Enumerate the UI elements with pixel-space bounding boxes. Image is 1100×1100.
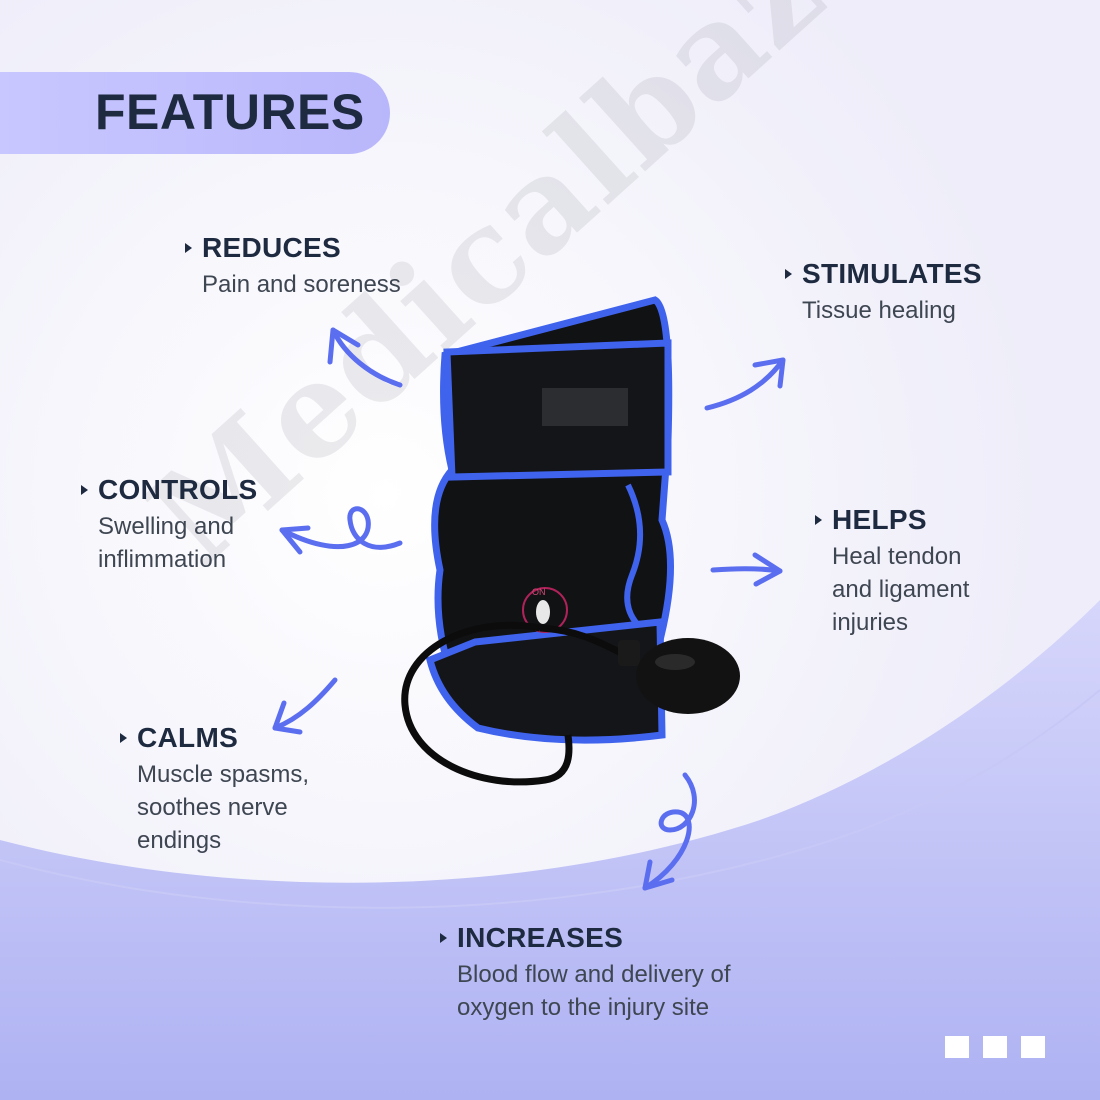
arrow-icon [642, 772, 697, 891]
page-title: FEATURES [95, 84, 365, 140]
arrow-icon [279, 506, 403, 555]
valve [522, 587, 568, 633]
velcro-patch [542, 388, 628, 426]
feature-controls: CONTROLS Swelling and inflimmation [81, 474, 258, 576]
triangle-bullet-icon [185, 243, 192, 253]
carousel-dot[interactable] [945, 1036, 969, 1058]
carousel-dot[interactable] [1021, 1036, 1045, 1058]
bottom-strap [425, 618, 666, 744]
arrow-icon [272, 677, 338, 735]
feature-helps: HELPS Heal tendon and ligament injuries [815, 504, 969, 639]
feature-reduces: REDUCES Pain and soreness [185, 232, 401, 301]
feature-description: Muscle spasms, soothes nerve endings [137, 761, 310, 854]
feature-description: Heal tendon and ligament injuries [832, 543, 970, 636]
carousel-dots [945, 1036, 1045, 1058]
feature-description: Swelling and inflimmation [98, 513, 235, 573]
feature-heading: CALMS [137, 722, 239, 753]
valve-label: ON [532, 587, 546, 597]
feature-heading: STIMULATES [802, 258, 982, 289]
feature-heading: HELPS [832, 504, 927, 535]
triangle-bullet-icon [120, 733, 127, 743]
feature-description: Blood flow and delivery of oxygen to the… [457, 961, 731, 1021]
pump-hose [401, 621, 573, 786]
feature-description: Pain and soreness [202, 271, 401, 298]
triangle-bullet-icon [815, 515, 822, 525]
feature-increases: INCREASES Blood flow and delivery of oxy… [440, 922, 731, 1024]
side-strap [624, 483, 643, 628]
arrow-icon [710, 552, 783, 587]
triangle-bullet-icon [440, 933, 447, 943]
feature-calms: CALMS Muscle spasms, soothes nerve endin… [120, 722, 309, 857]
triangle-bullet-icon [785, 269, 792, 279]
feature-description: Tissue healing [802, 297, 956, 324]
feature-stimulates: STIMULATES Tissue healing [785, 258, 982, 327]
carousel-dot[interactable] [983, 1036, 1007, 1058]
feature-heading: INCREASES [457, 922, 624, 953]
feature-heading: CONTROLS [98, 474, 258, 505]
arrow-icon [327, 327, 403, 388]
arrow-icon [704, 357, 786, 411]
triangle-bullet-icon [81, 485, 88, 495]
feature-heading: REDUCES [202, 232, 342, 263]
title-banner [0, 72, 390, 154]
